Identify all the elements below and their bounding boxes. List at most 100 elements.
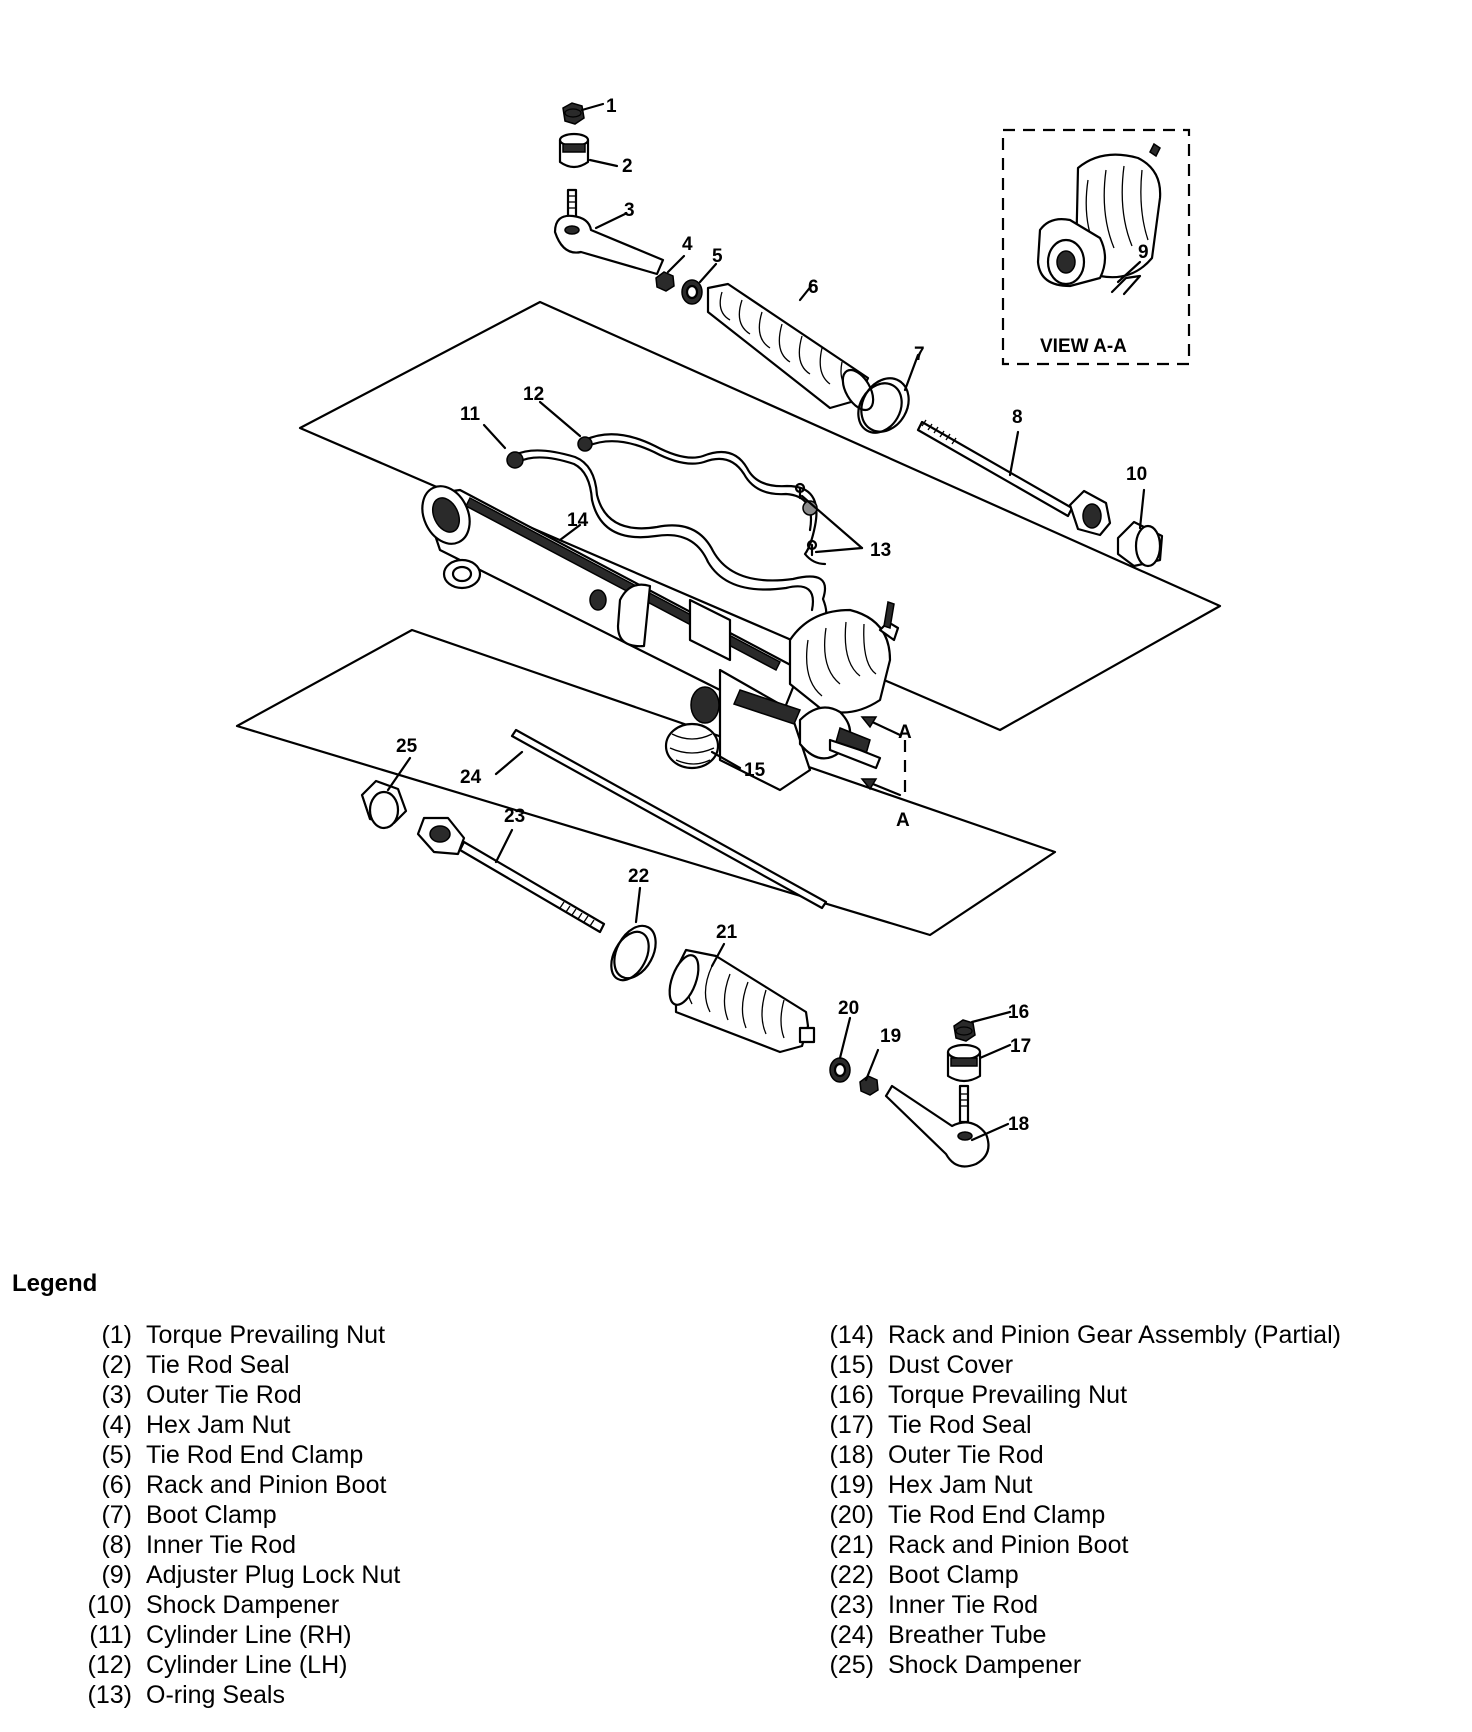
- legend-item-number: (16): [829, 1381, 874, 1409]
- section-a-markers: [860, 716, 907, 800]
- callout-4: 4: [682, 234, 693, 255]
- legend-item-number: (12): [87, 1651, 132, 1679]
- callout-20: 20: [838, 998, 859, 1019]
- tie-rod-seal-bottom: [946, 1043, 982, 1083]
- callout-18: 18: [1008, 1114, 1029, 1135]
- callout-11: 11: [460, 404, 481, 425]
- legend-item-number: (5): [101, 1441, 132, 1469]
- legend-item-label: Boot Clamp: [146, 1501, 277, 1529]
- boot-clamp-top: [857, 377, 910, 434]
- callout-21: 21: [716, 922, 738, 943]
- legend-item-label: O-ring Seals: [146, 1681, 285, 1709]
- boot-clamp-bottom: [610, 924, 657, 982]
- legend-item: (12) Cylinder Line (LH): [70, 1650, 770, 1680]
- legend-item: (14) Rack and Pinion Gear Assembly (Parti…: [812, 1320, 1432, 1350]
- legend-item-label: Outer Tie Rod: [146, 1381, 302, 1409]
- legend-column-left: (1) Torque Prevailing Nut (2)Tie Rod Seal…: [70, 1320, 770, 1710]
- outer-tie-rod-bottom: [884, 1084, 990, 1168]
- callout-14: 14: [567, 510, 589, 531]
- legend-item-number: (25): [829, 1651, 874, 1679]
- callout-23: 23: [504, 806, 525, 827]
- callout-16: 16: [1008, 1002, 1029, 1023]
- legend-title: Legend: [12, 1270, 98, 1297]
- callout-2: 2: [622, 156, 633, 177]
- legend-item-number: (15): [829, 1351, 874, 1379]
- legend-item-label: Shock Dampener: [146, 1591, 340, 1619]
- callouts: 1 2 3 4 5 6 7 8 9 10 11 12 13 14 15 16 1…: [396, 96, 1149, 1135]
- legend-item-number: (20): [829, 1501, 874, 1529]
- legend-item-label: Hex Jam Nut: [146, 1411, 291, 1439]
- legend-item-number: (18): [829, 1441, 874, 1469]
- legend-column-right: (14) Rack and Pinion Gear Assembly (Parti…: [812, 1320, 1432, 1680]
- cylinder-line-lh: [577, 433, 827, 566]
- view-a-a-pinion-housing: [1036, 142, 1162, 296]
- legend-item-number: (19): [829, 1471, 874, 1499]
- outer-tie-rod-top: [553, 188, 665, 276]
- section-mark-upper: A: [898, 722, 912, 743]
- legend-item-label: Shock Dampener: [888, 1651, 1082, 1679]
- legend-item-label: Rack and Pinion Boot: [146, 1471, 387, 1499]
- legend-item-number: (21): [829, 1531, 874, 1559]
- callout-13: 13: [870, 540, 891, 561]
- legend-item: (7) Boot Clamp: [70, 1500, 770, 1530]
- legend-item-label: Dust Cover: [888, 1351, 1014, 1379]
- legend-item: (11)Cylinder Line (RH): [70, 1620, 770, 1650]
- callout-10: 10: [1126, 464, 1147, 485]
- legend-item-label: Outer Tie Rod: [888, 1441, 1044, 1469]
- legend-item: (19) Hex Jam Nut: [812, 1470, 1432, 1500]
- legend-item-label: Cylinder Line (RH): [146, 1621, 352, 1649]
- legend-item: (8) Inner Tie Rod: [70, 1530, 770, 1560]
- view-a-a-inset: [1001, 128, 1191, 366]
- upper-reference-plane: [298, 300, 1222, 732]
- legend-item: (2)Tie Rod Seal: [70, 1350, 770, 1380]
- callout-19: 19: [880, 1026, 901, 1047]
- legend-item-label: Rack and Pinion Gear Assembly (Partial): [888, 1321, 1341, 1349]
- legend-item-label: Hex Jam Nut: [888, 1471, 1033, 1499]
- legend-item: (20) Tie Rod End Clamp: [812, 1500, 1432, 1530]
- callout-22: 22: [628, 866, 649, 887]
- rack-and-pinion-boot-top: [706, 282, 875, 412]
- callout-8: 8: [1012, 407, 1023, 428]
- legend-item-number: (14): [829, 1321, 874, 1349]
- torque-prevailing-nut-bottom: [953, 1019, 976, 1042]
- legend-item-number: (22): [829, 1561, 874, 1589]
- callout-3: 3: [624, 200, 635, 221]
- legend-item-number: (3): [101, 1381, 132, 1409]
- legend-item: (16)Torque Prevailing Nut: [812, 1380, 1432, 1410]
- legend-item-label: Breather Tube: [888, 1621, 1047, 1649]
- breather-tube: [510, 728, 828, 910]
- legend-item: (25) Shock Dampener: [812, 1650, 1432, 1680]
- legend-item: (22) Boot Clamp: [812, 1560, 1432, 1590]
- legend-item-number: (13): [87, 1681, 132, 1709]
- legend-item-number: (17): [829, 1411, 874, 1439]
- shock-dampener-top: [1116, 520, 1164, 568]
- callout-24: 24: [460, 767, 482, 788]
- legend-item: (3) Outer Tie Rod: [70, 1380, 770, 1410]
- legend-item-label: Torque Prevailing Nut: [146, 1321, 386, 1349]
- tie-rod-seal-top: [558, 132, 590, 169]
- legend-item-label: Tie Rod End Clamp: [888, 1501, 1106, 1529]
- exploded-view-diagram: 1 2 3 4 5 6 7 8 9 10 11 12 13 14 15 16 1…: [235, 96, 1222, 1168]
- callout-1: 1: [606, 96, 617, 117]
- legend-item: (9)Adjuster Plug Lock Nut: [70, 1560, 770, 1590]
- legend-item-number: (23): [829, 1591, 874, 1619]
- legend-item-number: (6): [101, 1471, 132, 1499]
- legend-item-label: Rack and Pinion Boot: [888, 1531, 1129, 1559]
- legend-item-number: (2): [101, 1351, 132, 1379]
- view-a-a-label: VIEW A-A: [1040, 336, 1127, 357]
- legend-item-number: (8): [101, 1531, 132, 1559]
- legend-item: (5)Tie Rod End Clamp: [70, 1440, 770, 1470]
- legend-item-number: (24): [829, 1621, 874, 1649]
- legend-item-label: Inner Tie Rod: [146, 1531, 297, 1559]
- legend-item-number: (10): [87, 1591, 132, 1619]
- inner-tie-rod-bottom: [416, 816, 606, 934]
- legend-item-number: (4): [101, 1411, 132, 1439]
- legend-item: (13) O-ring Seals: [70, 1680, 770, 1710]
- legend-item-label: Tie Rod Seal: [888, 1411, 1032, 1439]
- legend-item-label: Cylinder Line (LH): [146, 1651, 348, 1679]
- legend-item-label: Boot Clamp: [888, 1561, 1019, 1589]
- section-mark-lower: A: [896, 810, 910, 831]
- legend-item-number: (7): [101, 1501, 132, 1529]
- legend-item-number: (1): [101, 1321, 132, 1349]
- legend-item-label: Inner Tie Rod: [888, 1591, 1039, 1619]
